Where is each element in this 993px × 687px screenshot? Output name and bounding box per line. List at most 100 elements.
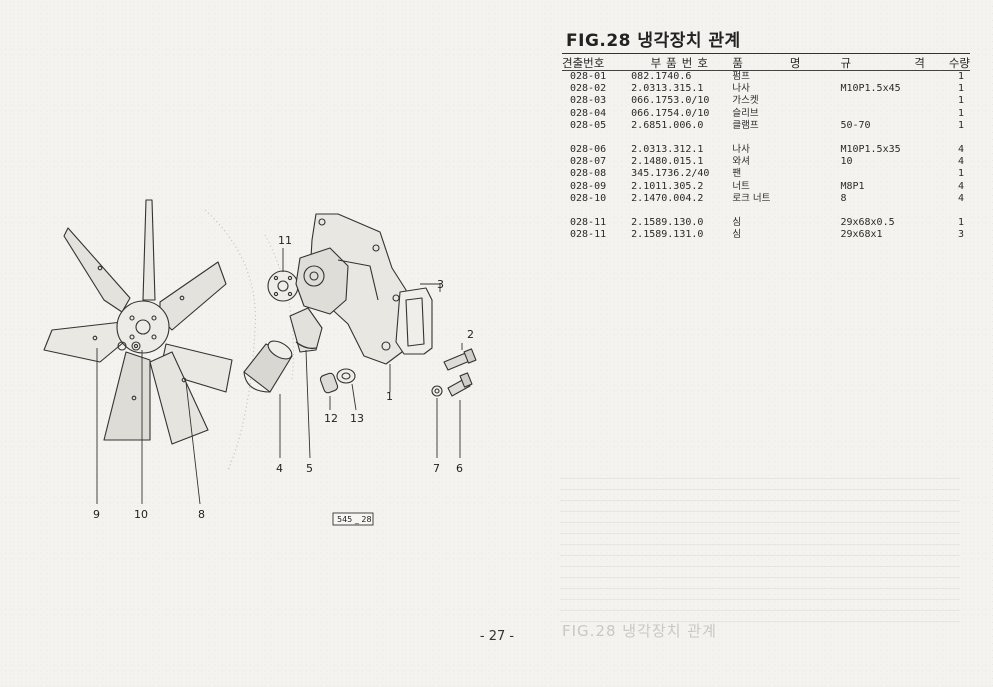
cell-name: 심 bbox=[732, 216, 742, 228]
shim-part bbox=[267, 270, 299, 302]
cell-spec: M8P1 bbox=[840, 180, 865, 192]
figure-title: FIG.28 냉각장치 관계 bbox=[566, 31, 741, 51]
header-rule bbox=[562, 70, 970, 71]
cell-spec: M10P1.5x45 bbox=[840, 83, 901, 95]
group-spacer bbox=[562, 132, 970, 144]
cell-part-no: 2.0313.315.1 bbox=[631, 83, 704, 95]
bolt-part-6 bbox=[431, 372, 473, 397]
callout-labels: 11 3 2 1 12 13 4 5 7 6 9 10 8 bbox=[93, 234, 474, 521]
nuts-12-13 bbox=[319, 368, 356, 394]
cell-part-no: 345.1736.2/40 bbox=[631, 168, 710, 180]
cell-spec bbox=[840, 108, 948, 120]
cell-qty: 1 bbox=[957, 168, 964, 180]
cell-qty: 4 bbox=[957, 144, 964, 156]
bolt-part-2 bbox=[443, 348, 477, 371]
col-header-spec-left: 규 bbox=[840, 56, 852, 70]
callout-7: 7 bbox=[433, 462, 440, 475]
group-spacer bbox=[562, 205, 970, 217]
cell-part-no: 066.1753.0/10 bbox=[631, 95, 710, 107]
page-number: - 27 - bbox=[479, 629, 515, 644]
col-header-ref: 견출번호 bbox=[562, 56, 605, 70]
callout-10: 10 bbox=[134, 508, 148, 521]
cell-qty: 1 bbox=[957, 119, 964, 131]
callout-12: 12 bbox=[324, 412, 338, 425]
callout-13: 13 bbox=[350, 412, 364, 425]
callout-2: 2 bbox=[467, 328, 474, 341]
col-header-spec-right: 격 bbox=[914, 56, 925, 70]
cell-name: 팬 bbox=[732, 168, 742, 180]
cell-ref: 028-07 bbox=[570, 156, 607, 168]
cell-spec: 10 bbox=[840, 156, 853, 168]
cell-qty: 1 bbox=[957, 216, 964, 228]
cell-ref: 028-11 bbox=[570, 229, 607, 241]
cell-qty: 4 bbox=[957, 156, 964, 168]
cell-qty: 3 bbox=[957, 229, 964, 241]
cell-name: 심 bbox=[732, 229, 742, 241]
cell-name: 나사 bbox=[732, 83, 750, 95]
cell-part-no: 2.1011.305.2 bbox=[631, 180, 704, 192]
cell-name: 나사 bbox=[732, 144, 750, 156]
cell-name: 가스켓 bbox=[732, 95, 759, 107]
cell-part-no: 2.0313.312.1 bbox=[631, 144, 704, 156]
cell-qty: 1 bbox=[957, 107, 964, 119]
callout-8: 8 bbox=[198, 508, 205, 521]
cell-spec: 50-70 bbox=[840, 119, 871, 131]
spacer-cell bbox=[562, 205, 970, 217]
cell-ref: 028-02 bbox=[570, 83, 607, 95]
cell-name: 너트 bbox=[732, 180, 750, 192]
callout-1: 1 bbox=[386, 390, 393, 403]
callout-3: 3 bbox=[437, 278, 444, 291]
cell-ref: 028-10 bbox=[570, 192, 607, 204]
col-header-name-left: 품 bbox=[732, 56, 743, 70]
water-pump bbox=[289, 213, 407, 365]
leader-lines bbox=[96, 248, 463, 505]
cell-spec bbox=[840, 168, 948, 180]
cell-spec: 8 bbox=[840, 192, 847, 204]
cell-part-no: 2.1589.130.0 bbox=[631, 216, 704, 228]
fan-assembly bbox=[43, 199, 233, 445]
cell-part-no: 2.1589.131.0 bbox=[631, 229, 704, 241]
cell-part-no: 2.1470.004.2 bbox=[631, 192, 704, 204]
cell-name: 와셔 bbox=[732, 156, 750, 168]
cell-ref: 028-09 bbox=[570, 180, 607, 192]
cell-part-no: 066.1754.0/10 bbox=[631, 107, 710, 119]
table-row: 028-06 2.0313.312.1 나사 M10P1.5x35 4 bbox=[562, 144, 970, 156]
table-row: 028-10 2.1470.004.2 로크 너트 8 4 bbox=[562, 193, 970, 205]
cell-spec: 29x68x0.5 bbox=[840, 216, 895, 228]
drawing-code-badge: 545 _ 28 bbox=[332, 512, 374, 526]
col-header-name-right: 명 bbox=[789, 56, 801, 70]
cell-spec: M10P1.5x35 bbox=[840, 144, 901, 156]
cell-part-no: 2.6851.006.0 bbox=[631, 119, 704, 131]
cell-name: 펌프 bbox=[732, 71, 750, 83]
cell-qty: 4 bbox=[957, 192, 964, 204]
spacer-cell bbox=[562, 132, 970, 144]
cell-spec bbox=[840, 71, 948, 83]
cell-name: 슬리브 bbox=[732, 107, 759, 119]
cell-qty: 4 bbox=[957, 180, 964, 192]
cell-part-no: 082.1740.6 bbox=[631, 71, 692, 83]
table-row: 028-09 2.1011.305.2 너트 M8P1 4 bbox=[562, 181, 970, 193]
callout-11: 11 bbox=[278, 234, 292, 247]
col-header-qty: 수량 bbox=[948, 56, 970, 70]
callout-4: 4 bbox=[276, 462, 283, 475]
callout-9: 9 bbox=[93, 508, 100, 521]
cell-qty: 1 bbox=[957, 95, 964, 107]
cell-name: 클램프 bbox=[732, 119, 759, 131]
cell-spec bbox=[840, 95, 948, 107]
cell-qty: 1 bbox=[957, 71, 964, 83]
callout-5: 5 bbox=[306, 462, 313, 475]
cell-ref: 028-06 bbox=[570, 144, 607, 156]
col-header-part-no: 부품번호 bbox=[650, 56, 713, 70]
cell-name: 로크 너트 bbox=[732, 192, 771, 204]
